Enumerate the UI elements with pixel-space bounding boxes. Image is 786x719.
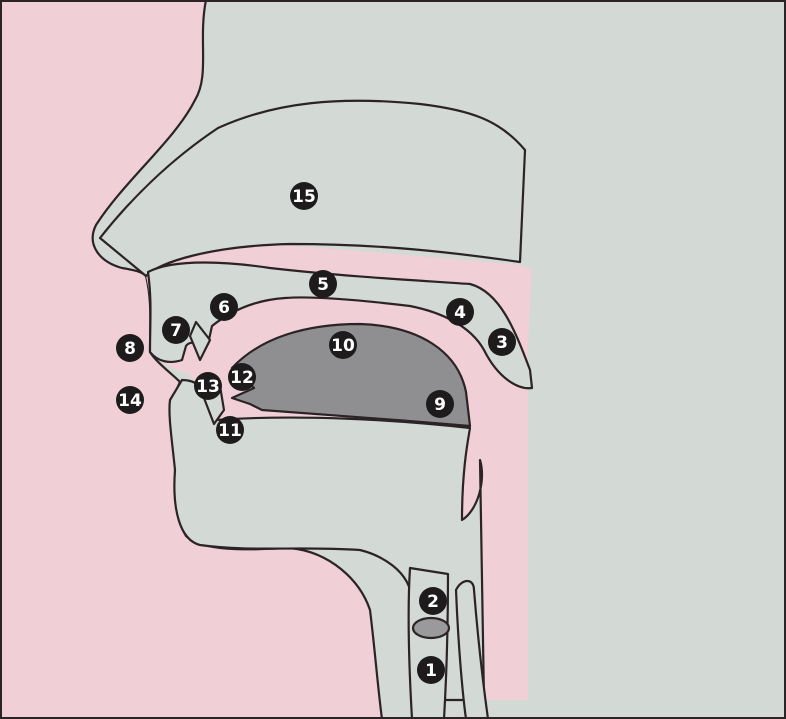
svg-text:14: 14 [118,391,142,411]
marker-9: 9 [426,390,454,418]
marker-8: 8 [116,334,144,362]
marker-6: 6 [210,293,238,321]
svg-text:5: 5 [317,275,329,295]
svg-text:7: 7 [170,321,182,341]
marker-4: 4 [446,298,474,326]
marker-3: 3 [488,328,516,356]
svg-text:10: 10 [331,336,355,356]
svg-text:2: 2 [427,592,439,612]
marker-5: 5 [309,270,337,298]
marker-11: 11 [216,416,244,444]
marker-2: 2 [419,587,447,615]
marker-14: 14 [116,386,144,414]
svg-text:9: 9 [434,395,446,415]
marker-10: 10 [329,331,357,359]
svg-text:12: 12 [230,368,254,388]
svg-text:1: 1 [425,661,437,681]
svg-text:3: 3 [496,333,508,353]
marker-15: 15 [290,182,318,210]
svg-text:8: 8 [124,339,136,359]
marker-13: 13 [194,372,222,400]
svg-text:11: 11 [218,421,242,441]
marker-7: 7 [162,316,190,344]
marker-12: 12 [228,363,256,391]
svg-text:13: 13 [196,377,220,397]
svg-text:4: 4 [454,303,466,323]
svg-text:15: 15 [292,187,316,207]
marker-1: 1 [417,656,445,684]
svg-text:6: 6 [218,298,230,318]
vocal-cords [413,618,449,638]
